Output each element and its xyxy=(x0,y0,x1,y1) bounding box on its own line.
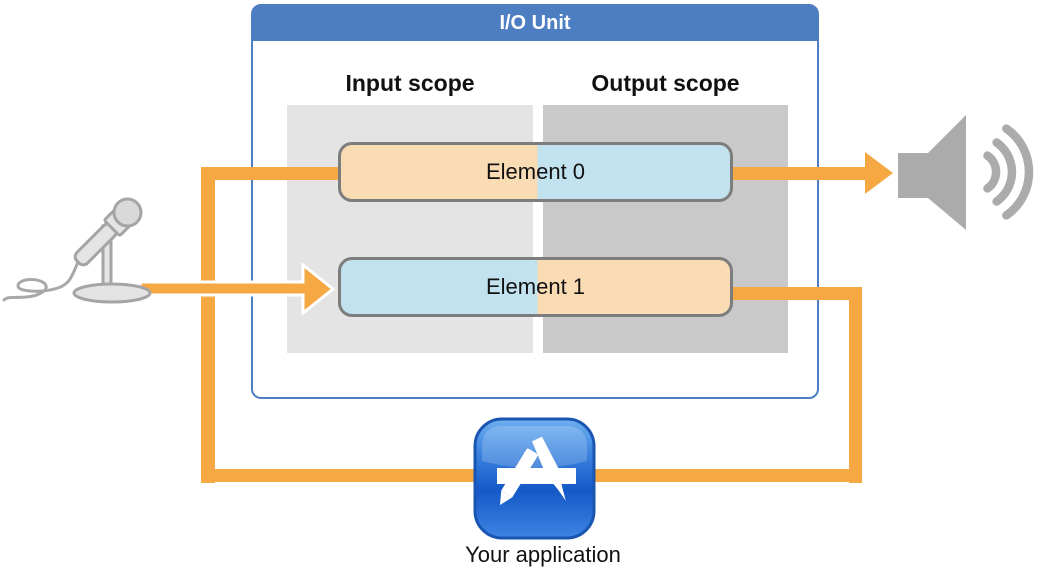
app-icon-brush xyxy=(532,436,566,501)
signal-line-from-element1 xyxy=(726,287,862,300)
element-0-bar: Element 0 xyxy=(338,142,733,202)
element-1-bar: Element 1 xyxy=(338,257,733,317)
output-scope-label: Output scope xyxy=(591,70,740,96)
app-store-icon xyxy=(473,417,596,540)
signal-riser-left xyxy=(201,167,215,483)
element-0-label: Element 0 xyxy=(485,159,586,184)
speaker-arrowhead-icon xyxy=(865,152,893,194)
mic-input-arrow-icon xyxy=(140,261,336,317)
application-caption: Your application xyxy=(465,542,621,567)
app-icon-pencil xyxy=(500,448,538,505)
speaker-icon xyxy=(898,115,1034,230)
signal-riser-right xyxy=(849,287,862,483)
input-scope-label: Input scope xyxy=(345,70,475,96)
microphone-icon xyxy=(2,197,152,304)
io-unit-title: I/O Unit xyxy=(253,6,817,41)
element-1-label: Element 1 xyxy=(485,274,586,299)
